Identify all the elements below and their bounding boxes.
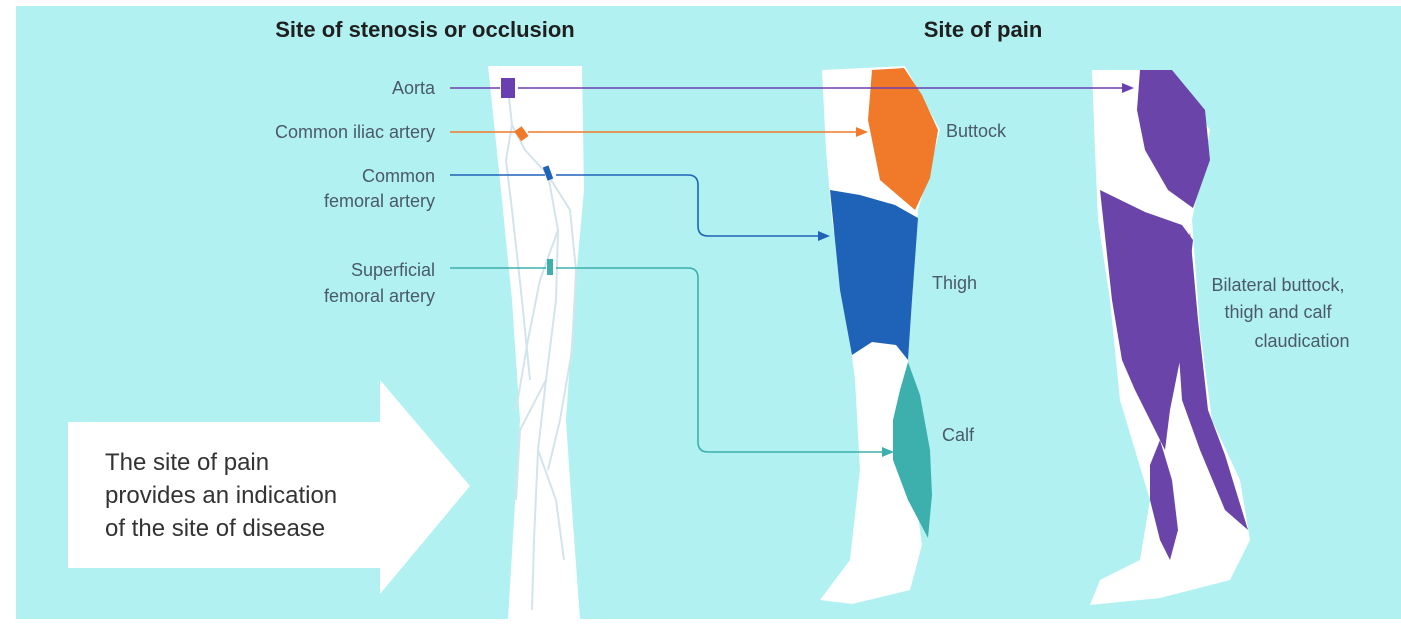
label-buttock: Buttock	[946, 121, 1007, 141]
label-calf: Calf	[942, 425, 975, 445]
label-superficial-femoral-2: femoral artery	[324, 286, 435, 306]
label-common-femoral-2: femoral artery	[324, 191, 435, 211]
label-bilateral-2: thigh and calf	[1224, 302, 1332, 322]
heading-pain: Site of pain	[924, 17, 1043, 42]
superficial-femoral-lesion	[547, 259, 553, 275]
callout-line-2: provides an indication	[105, 482, 337, 509]
callout-line-3: of the site of disease	[105, 515, 325, 542]
label-bilateral-3: claudication	[1254, 331, 1349, 351]
label-aorta: Aorta	[392, 78, 436, 98]
aorta-lesion	[501, 78, 515, 98]
label-bilateral-1: Bilateral buttock,	[1211, 275, 1344, 295]
label-common-iliac: Common iliac artery	[275, 122, 435, 142]
label-superficial-femoral-1: Superficial	[351, 260, 435, 280]
label-thigh: Thigh	[932, 273, 977, 293]
label-common-femoral-1: Common	[362, 166, 435, 186]
heading-stenosis: Site of stenosis or occlusion	[275, 17, 575, 42]
callout-line-1: The site of pain	[105, 449, 269, 476]
